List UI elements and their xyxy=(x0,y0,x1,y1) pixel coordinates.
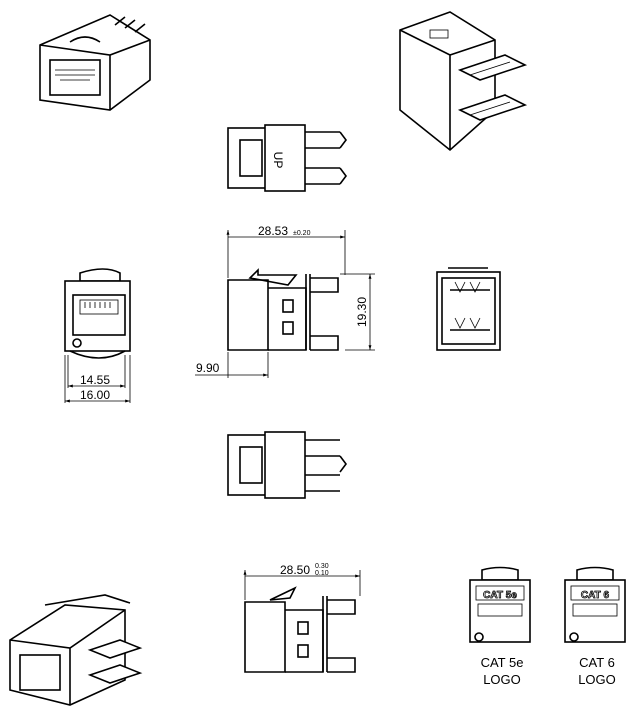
side-view-2: 28.50 0.30 0.10 xyxy=(245,563,360,673)
logo-caption: CAT 5e xyxy=(481,655,524,670)
logo-cat6: CAT 6 CAT 6 LOGO xyxy=(564,566,626,687)
dim-height: 19.30 xyxy=(355,297,369,327)
front-view: 14.55 16.00 xyxy=(64,268,131,403)
bottom-view xyxy=(227,431,347,499)
rear-view xyxy=(436,267,501,351)
dim-length-tolerance: ±0.20 xyxy=(293,230,311,237)
isometric-view-bottom xyxy=(9,594,143,706)
logo-caption: LOGO xyxy=(578,672,616,687)
dim-length-2: 28.50 xyxy=(280,563,310,577)
logo-marking: CAT 6 xyxy=(581,590,610,601)
up-marking: UP xyxy=(271,152,285,169)
dim-front-depth: 9.90 xyxy=(196,361,220,375)
top-view: UP xyxy=(227,124,347,192)
dim-tol-minus: 0.10 xyxy=(315,570,329,577)
dim-outer-width: 16.00 xyxy=(80,388,110,402)
dim-inner-width: 14.55 xyxy=(80,373,110,387)
logo-caption: LOGO xyxy=(483,672,521,687)
logo-caption: CAT 6 xyxy=(579,655,615,670)
isometric-view-front xyxy=(39,14,151,111)
dim-length: 28.53 xyxy=(258,224,288,238)
dim-tol-plus: 0.30 xyxy=(315,563,329,570)
logo-marking: CAT 5e xyxy=(483,590,517,601)
isometric-view-rear xyxy=(399,11,528,152)
logo-cat5e: CAT 5e CAT 5e LOGO xyxy=(469,566,531,687)
side-view: 28.53 ±0.20 19.30 9.90 xyxy=(195,224,375,378)
